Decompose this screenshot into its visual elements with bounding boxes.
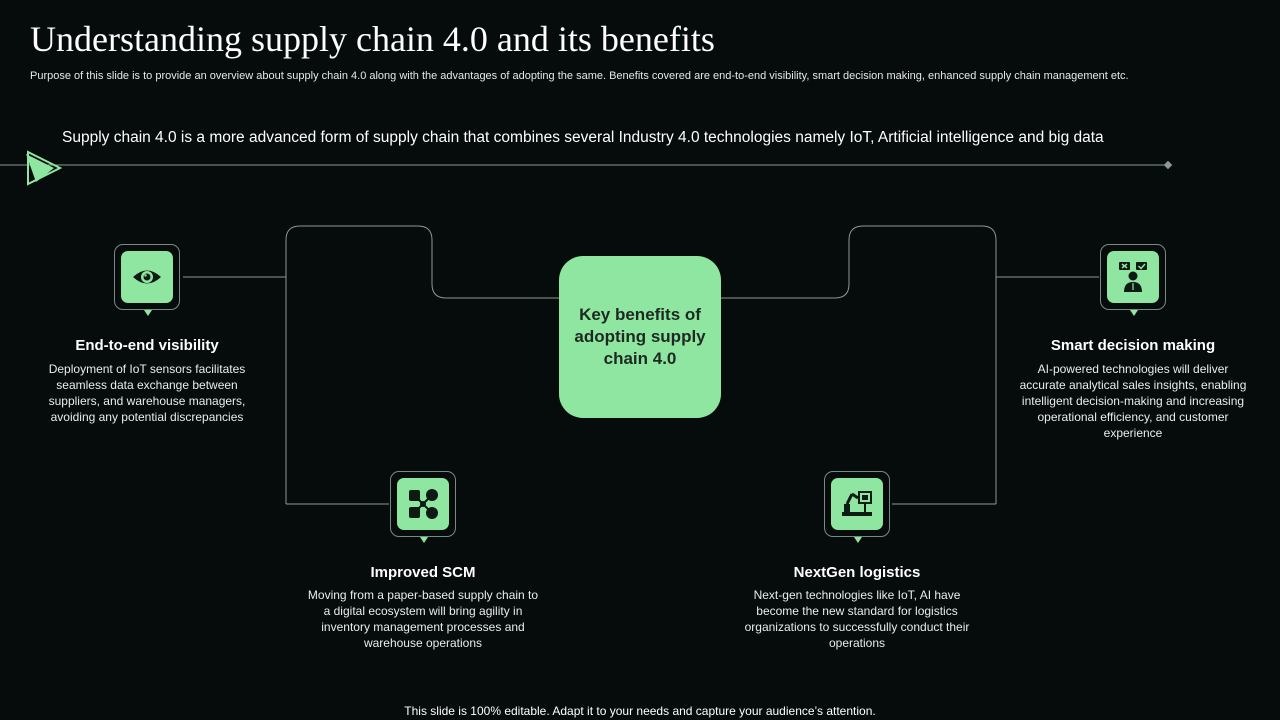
benefit-desc-decision: AI-powered technologies will deliver acc…	[1019, 362, 1247, 440]
benefit-desc-scm: Moving from a paper-based supply chain t…	[307, 588, 539, 650]
footer-note: This slide is 100% editable. Adapt it to…	[404, 704, 876, 718]
logistics-icon-frame	[824, 471, 890, 543]
arrow-icon	[26, 150, 63, 186]
connector-right-path	[721, 225, 997, 504]
eye-icon	[133, 270, 161, 284]
robot-arm-icon	[842, 491, 872, 516]
scm-icon-frame	[390, 471, 456, 543]
center-key-benefits-box: Key benefits of adopting supply chain 4.…	[559, 256, 721, 418]
page-title: Understanding supply chain 4.0 and its b…	[30, 19, 715, 59]
page-subtitle: Purpose of this slide is to provide an o…	[30, 70, 1129, 82]
decision-icon-frame	[1100, 244, 1166, 316]
connector-left-path	[285, 225, 559, 504]
network-icon	[409, 489, 438, 519]
center-label: Key benefits of adopting supply chain 4.…	[574, 305, 706, 368]
intro-text: Supply chain 4.0 is a more advanced form…	[62, 129, 1104, 146]
benefit-title-logistics: NextGen logistics	[793, 564, 921, 581]
benefit-title-scm: Improved SCM	[370, 564, 476, 581]
benefit-desc-logistics: Next-gen technologies like IoT, AI have …	[744, 588, 970, 650]
benefit-desc-visibility: Deployment of IoT sensors facilitates se…	[48, 362, 246, 424]
decision-person-icon	[1119, 262, 1147, 292]
visibility-icon-frame	[114, 244, 180, 316]
benefit-title-decision: Smart decision making	[1050, 337, 1216, 354]
timeline-end-diamond	[1163, 160, 1173, 170]
benefit-title-visibility: End-to-end visibility	[75, 337, 219, 354]
